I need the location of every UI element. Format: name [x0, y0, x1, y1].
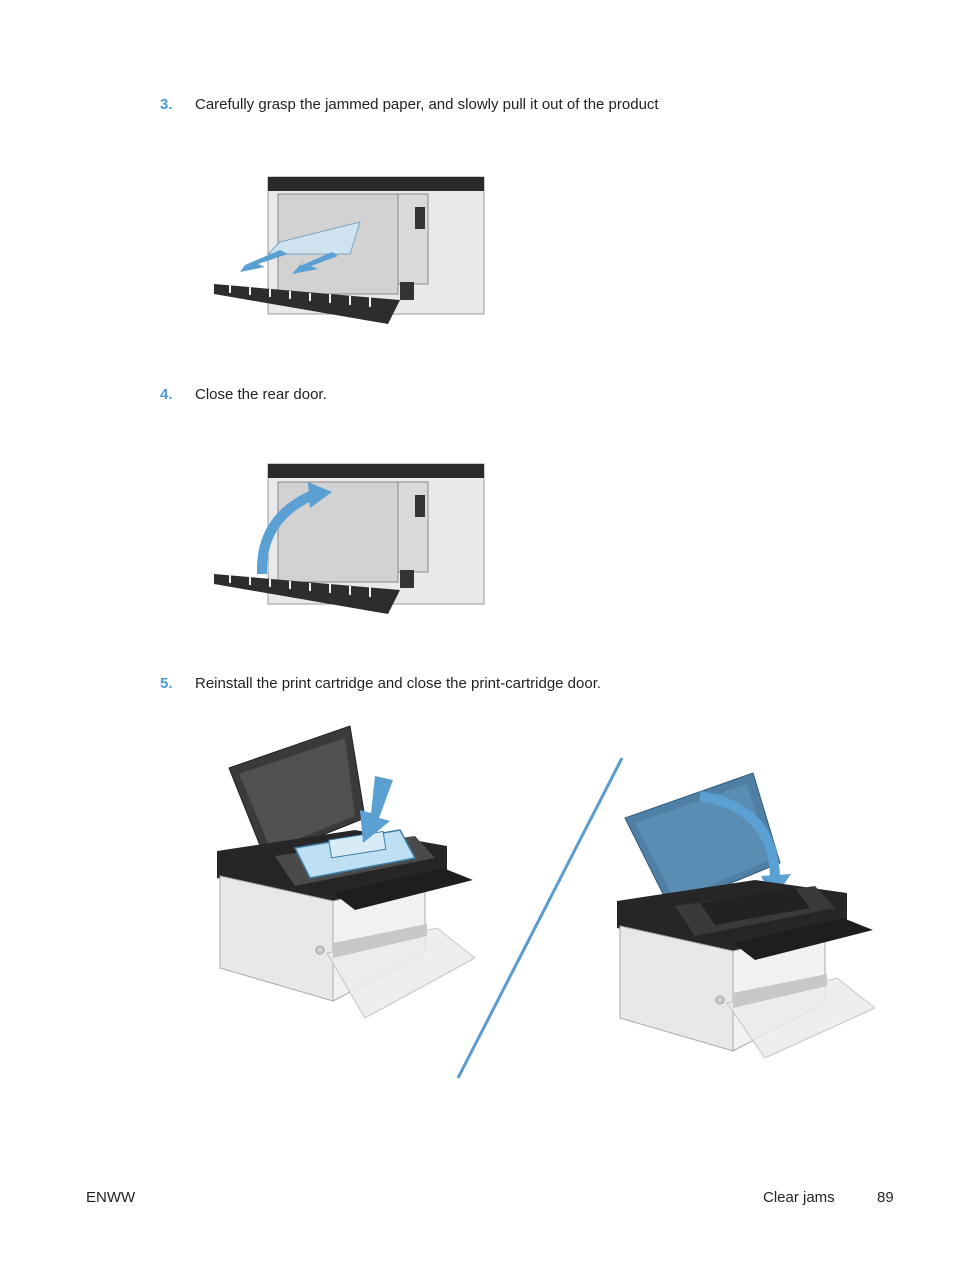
figure-insert-cartridge: [215, 718, 480, 1023]
step-number: 4.: [160, 386, 173, 403]
figure-close-cartridge-door: [615, 768, 880, 1063]
step-number: 3.: [160, 96, 173, 113]
footer-left: ENWW: [86, 1189, 136, 1206]
step-number: 5.: [160, 675, 173, 692]
step-text: Reinstall the print cartridge and close …: [195, 675, 602, 692]
page-number: 89: [877, 1189, 894, 1206]
footer-section-title: Clear jams: [763, 1189, 835, 1206]
divider-line: [450, 750, 630, 1090]
figure-close-rear-door: [210, 462, 495, 627]
step-text: Carefully grasp the jammed paper, and sl…: [195, 96, 659, 113]
figure-pull-jammed-paper: [210, 172, 495, 337]
step-text: Close the rear door.: [195, 386, 327, 403]
